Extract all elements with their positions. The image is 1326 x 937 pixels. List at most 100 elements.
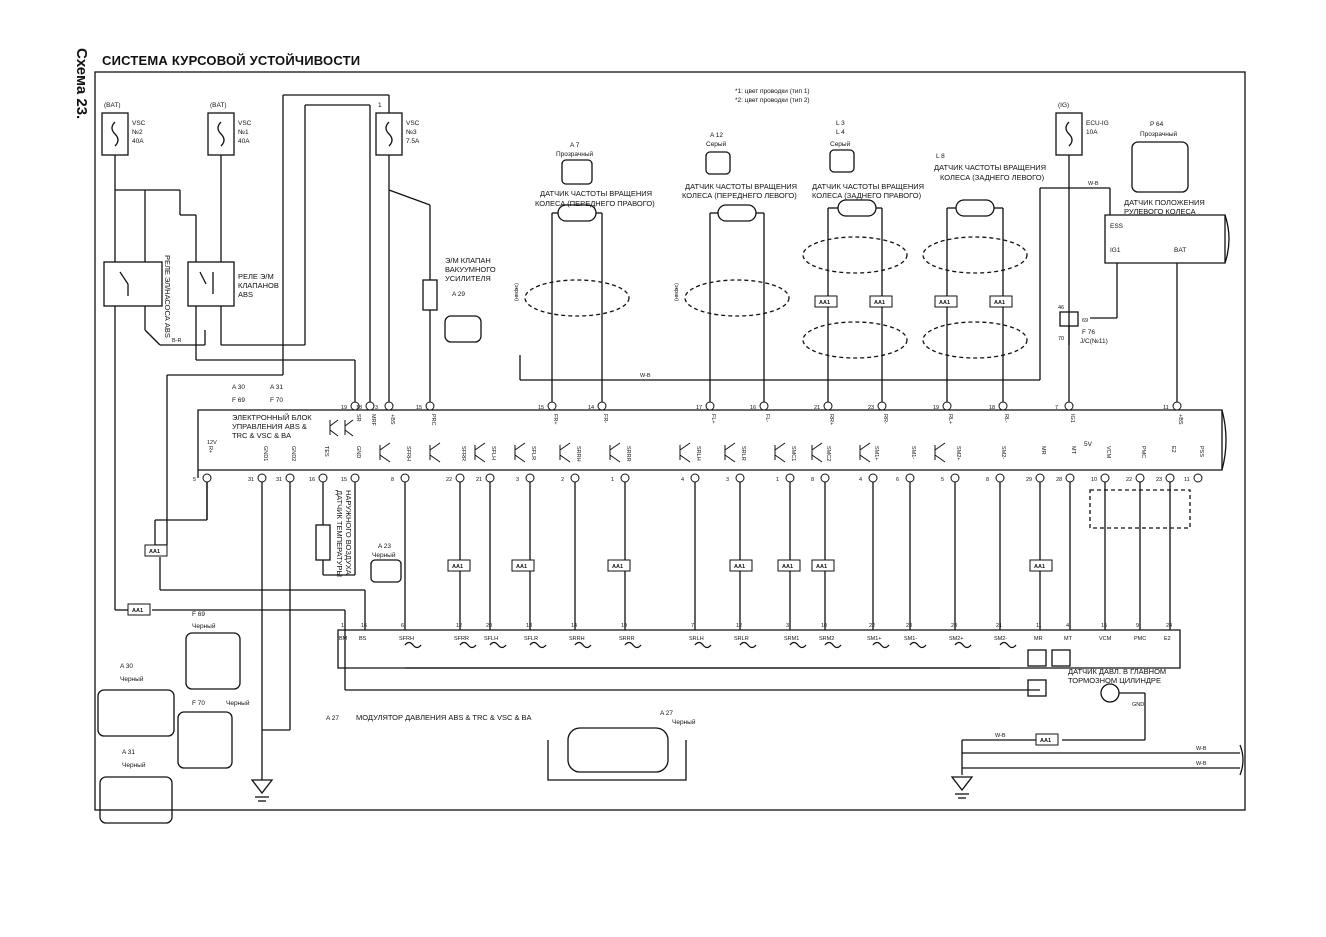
ecu-bottom-pin [1165, 473, 1175, 483]
ecu-bottom-pin [950, 473, 960, 483]
ecu-conn-f69: F 69 [232, 397, 245, 404]
modulator-pin-num: 6 [401, 623, 404, 629]
modulator-pin-name: E2 [1164, 636, 1171, 642]
ecu-bottom-pin-name: TES [323, 446, 329, 457]
ecu-label-3: TRC & VSC & BA [232, 431, 291, 440]
modulator-title: МОДУЛЯТОР ДАВЛЕНИЯ ABS & TRC & VSC & BA [356, 713, 532, 722]
ecu-bottom-pin-num: 28 [1056, 477, 1062, 483]
modulator-pin-name: SRM1 [784, 636, 799, 642]
modulator-pin-num: 21 [996, 623, 1002, 629]
valve-relay-label-3: ABS [238, 290, 253, 299]
ecu-bottom-pin [905, 473, 915, 483]
temp-sensor-code: A 23 [378, 543, 391, 550]
conn-a30-color: Черный [120, 675, 144, 683]
temp-sensor-label-2: НАРУЖНОГО ВОЗДУХА [344, 490, 353, 575]
junction-aa1-label: AA1 [782, 564, 793, 570]
steering-code: P 64 [1150, 121, 1164, 128]
ecu-bottom-pin [785, 473, 795, 483]
steering-pin-bat: BAT [1174, 247, 1186, 254]
ecu-top-pin-name: FL- [764, 414, 770, 422]
ecu-bottom-pin-name: SFLR [530, 446, 536, 460]
fuse-supply-f2: (BAT) [210, 102, 227, 109]
ecu-bottom-pin-num: 10 [1091, 477, 1097, 483]
ecu-bottom-pin [1035, 473, 1045, 483]
modulator-pin-name: SRRR [619, 636, 635, 642]
ecu-bottom-pin [1100, 473, 1110, 483]
ecu-bottom-pin [1193, 473, 1203, 483]
ecu-bottom-pin-name: PSS [1198, 446, 1204, 457]
ecu-bottom-pin-name: SMC2 [825, 446, 831, 461]
connector-a31-face [99, 776, 173, 824]
modulator-pin-num: 12 [736, 623, 742, 629]
junction-aa1-label: AA1 [132, 608, 143, 614]
ecu-bottom-pin [285, 473, 295, 483]
ecu-bottom-pin [735, 473, 745, 483]
pump-relay-label: РЕЛЕ ЭЛ/НАСОСА ABS [163, 255, 172, 338]
abs-pump-relay [103, 261, 163, 307]
ecu-bottom-pin [820, 473, 830, 483]
ecu-r-label: 12V [207, 440, 217, 446]
vacuum-valve-label-3: УСИЛИТЕЛЯ [445, 274, 491, 283]
ecu-bottom-pin-num: 8 [391, 477, 394, 483]
ecu-bottom-pin [995, 473, 1005, 483]
connector-a12-face [705, 151, 731, 175]
ecu-bottom-pin [202, 473, 212, 483]
fuse-label-f1-1: №2 [132, 129, 143, 136]
junction-aa1 [607, 559, 631, 572]
ecu-bottom-pin-name: GND [355, 446, 361, 458]
sensor-rr-body [837, 199, 877, 217]
connector-p64-face [1131, 141, 1189, 193]
ecu-bottom-pin-name: SRLH [695, 446, 701, 461]
shield-label-2: (экран) [673, 283, 679, 301]
ecu-bottom-pin-name: SM2- [1000, 446, 1006, 459]
ecu-top-pin-name: FR+ [552, 414, 558, 425]
modulator-pin-name: SM2+ [949, 636, 964, 642]
modulator-pin-num: 18 [526, 623, 532, 629]
ecu-top-pin-num: 14 [588, 405, 594, 411]
junction-aa1 [777, 559, 801, 572]
ecu-bottom-pin-num: 11 [1184, 477, 1190, 483]
modulator-box [337, 629, 1181, 669]
conn-f69-code: F 69 [192, 611, 205, 618]
diagram-title: СИСТЕМА КУРСОВОЙ УСТОЙЧИВОСТИ [102, 53, 361, 68]
junction-aa1-label: AA1 [939, 300, 950, 306]
fuse-label-f3-1: №3 [406, 129, 417, 136]
ecu-bottom-pin-name: MR [1040, 446, 1046, 455]
modulator-code: A 27 [326, 715, 339, 722]
modulator-pin-num: 7 [691, 623, 694, 629]
ecu-bottom-pin-num: 8 [811, 477, 814, 483]
connector-l3-face [829, 149, 855, 173]
ecu-box [197, 409, 1223, 471]
modulator-pin-name: SFRR [454, 636, 469, 642]
junction-aa1 [729, 559, 753, 572]
ecu-top-pin-num: 15 [538, 405, 544, 411]
ecu-top-pin-name: MRF [370, 414, 376, 427]
fuse-supply-f1: (BAT) [104, 102, 121, 109]
modulator-pin-name: SM1+ [867, 636, 882, 642]
modulator-pin-num: 4 [1066, 623, 1069, 629]
wire-label-gnd: W-B [995, 733, 1006, 739]
ecu-bottom-pin-name: PMC [1140, 446, 1146, 458]
vacuum-valve-code: A 29 [452, 291, 465, 298]
fuse-label-f2-2: 40A [238, 138, 250, 145]
sensor-fl-color: Серый [706, 140, 727, 148]
modulator-pin-num: 23 [951, 623, 957, 629]
ecu-top-pin [1172, 401, 1182, 411]
junction-aa1-label: AA1 [819, 300, 830, 306]
temp-sensor-color: Черный [372, 551, 396, 559]
ecu-label-2: УПРАВЛЕНИЯ ABS & [232, 422, 307, 431]
junction-aa1-label: AA1 [612, 564, 623, 570]
sensor-rr-code: L 3 [836, 120, 845, 127]
pressure-sensor-label-2: ТОРМОЗНОМ ЦИЛИНДРЕ [1068, 676, 1161, 685]
junction-aa1-label: AA1 [452, 564, 463, 570]
temp-sensor-resistor [315, 524, 331, 561]
junction-aa1-label: AA1 [994, 300, 1005, 306]
schematic-frame [94, 71, 1246, 811]
ecu-bottom-pin [257, 473, 267, 483]
ecu-top-pin-num: 16 [750, 405, 756, 411]
abs-valve-relay [187, 261, 235, 307]
steering-label-1: ДАТЧИК ПОЛОЖЕНИЯ [1124, 198, 1205, 207]
ecu-bottom-pin [318, 473, 328, 483]
modulator-pin-name: SM2- [994, 636, 1007, 642]
ecu-top-pin-num: 19 [933, 405, 939, 411]
